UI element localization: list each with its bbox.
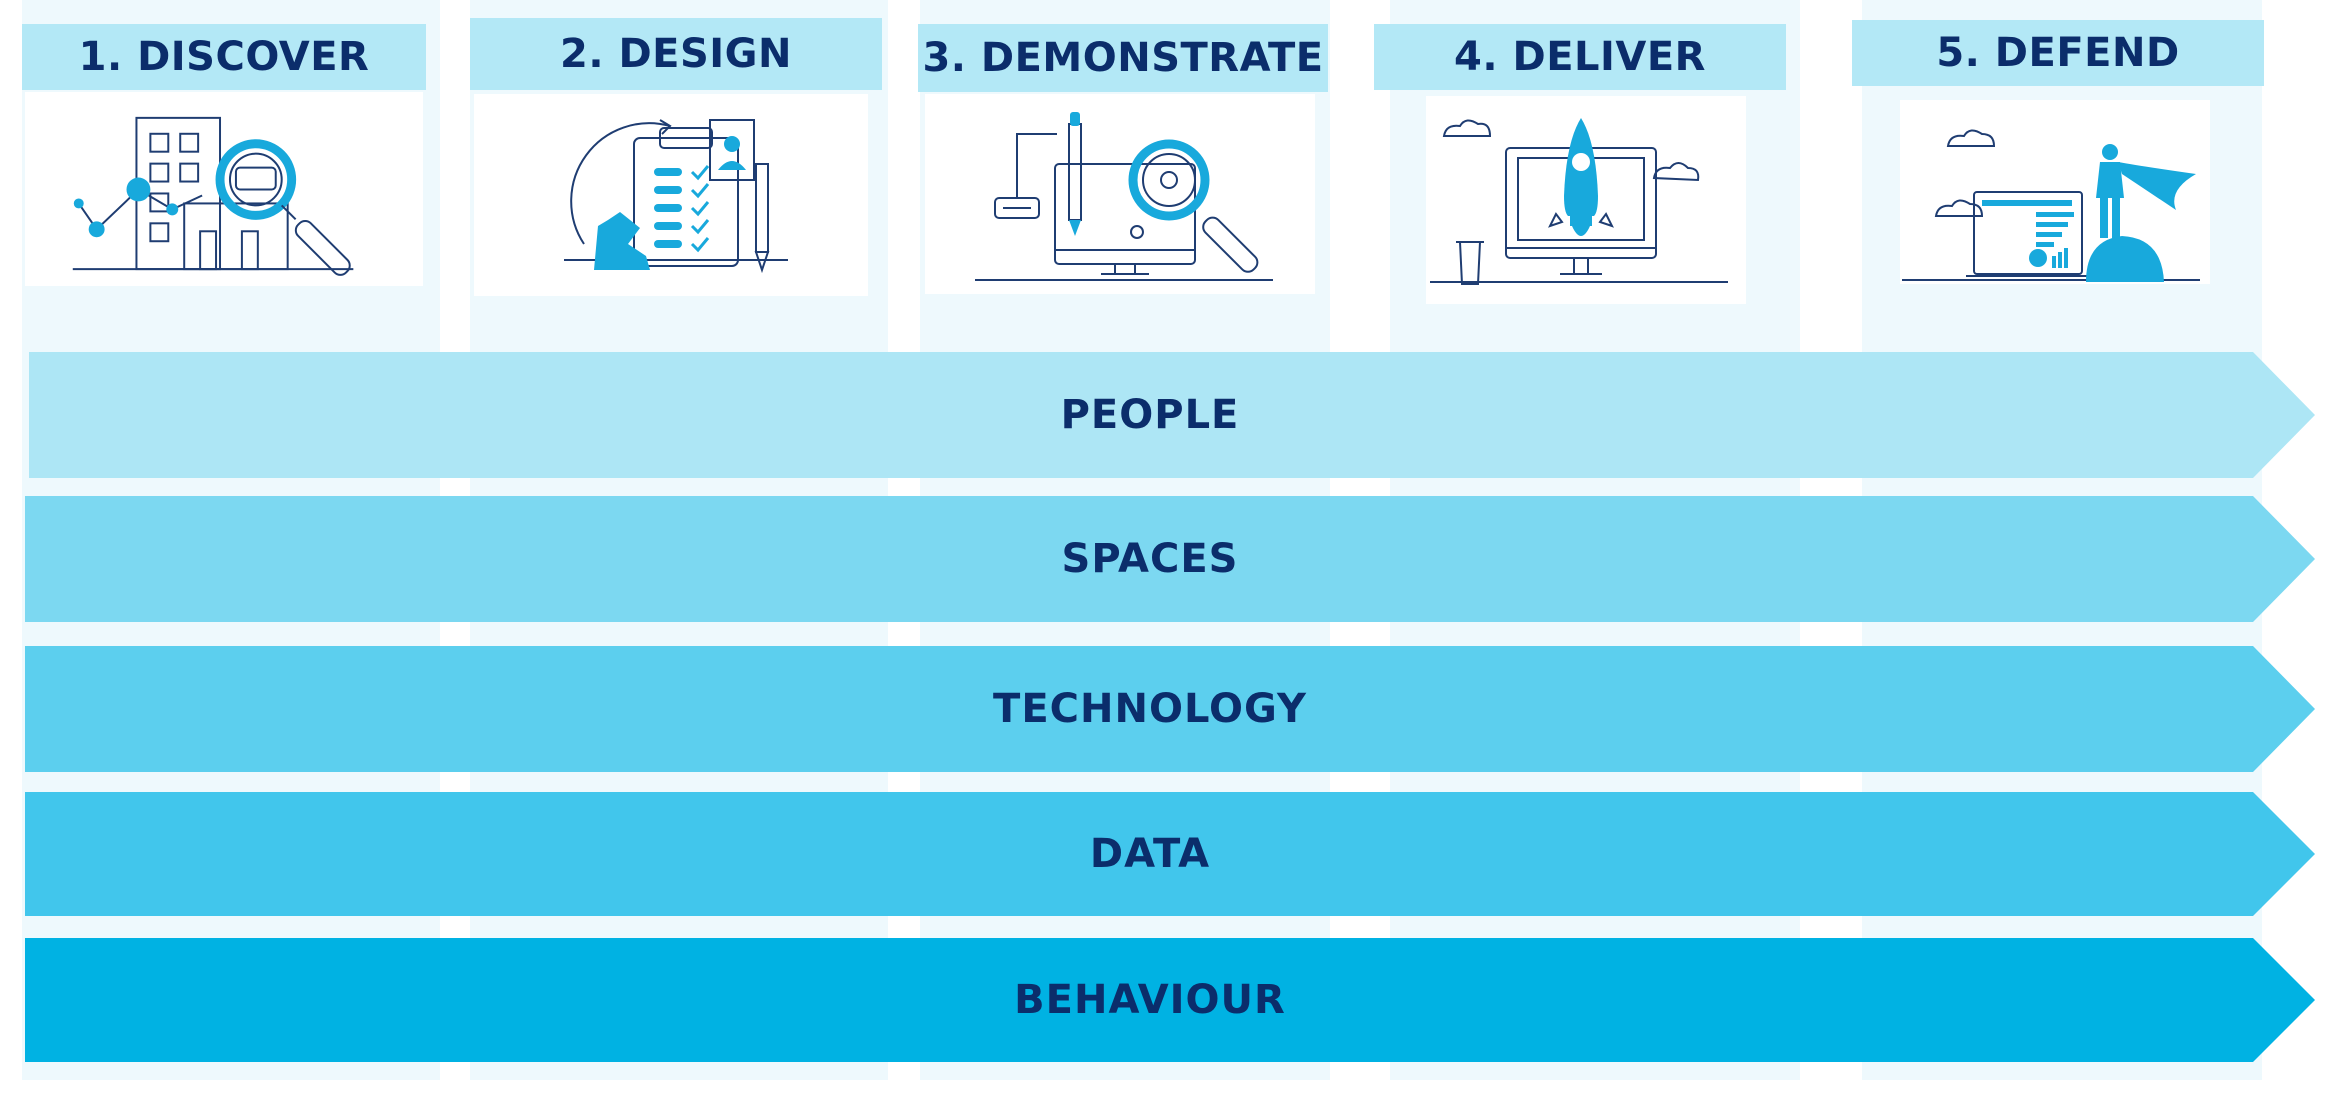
- stage-card-deliver: [1426, 96, 1746, 304]
- lane-people: PEOPLE: [25, 352, 2315, 478]
- monitor-magnifier-icon: [925, 94, 1315, 294]
- stage-title-deliver: 4. DELIVER: [1454, 34, 1706, 80]
- rocket-monitor-icon: [1426, 96, 1746, 304]
- arrow-shape: [25, 938, 2315, 1062]
- stage-header-deliver: 4. DELIVER: [1374, 24, 1786, 90]
- lane-label-data: DATA: [1089, 831, 1211, 877]
- arrow-shape: [25, 792, 2315, 916]
- stage-title-defend: 5. DEFEND: [1936, 30, 2180, 76]
- lane-label-technology: TECHNOLOGY: [993, 686, 1307, 732]
- lane-data: DATA: [25, 792, 2315, 916]
- lane-technology: TECHNOLOGY: [25, 646, 2315, 772]
- superhero-laptop-icon: [1900, 100, 2210, 284]
- arrow-shape: [25, 496, 2315, 622]
- stage-header-discover: 1. DISCOVER: [22, 24, 426, 90]
- lane-behaviour: BEHAVIOUR: [25, 938, 2315, 1062]
- lane-label-people: PEOPLE: [1060, 392, 1240, 438]
- building-magnifier-icon: [25, 92, 423, 286]
- stage-title-discover: 1. DISCOVER: [78, 34, 370, 80]
- stage-card-design: [474, 94, 868, 296]
- stage-card-demonstrate: [925, 94, 1315, 294]
- stage-header-defend: 5. DEFEND: [1852, 20, 2264, 86]
- stage-title-design: 2. DESIGN: [560, 31, 792, 77]
- stage-title-demonstrate: 3. DEMONSTRATE: [922, 35, 1324, 81]
- stage-card-discover: [25, 92, 423, 286]
- strategy-checklist-icon: [474, 94, 868, 296]
- stage-header-design: 2. DESIGN: [470, 18, 882, 90]
- lane-label-behaviour: BEHAVIOUR: [1014, 977, 1286, 1023]
- arrow-shape: [29, 352, 2315, 478]
- stage-card-defend: [1900, 100, 2210, 284]
- arrow-shape: [25, 646, 2315, 772]
- lane-spaces: SPACES: [25, 496, 2315, 622]
- stage-header-demonstrate: 3. DEMONSTRATE: [918, 24, 1328, 92]
- lane-label-spaces: SPACES: [1061, 536, 1239, 582]
